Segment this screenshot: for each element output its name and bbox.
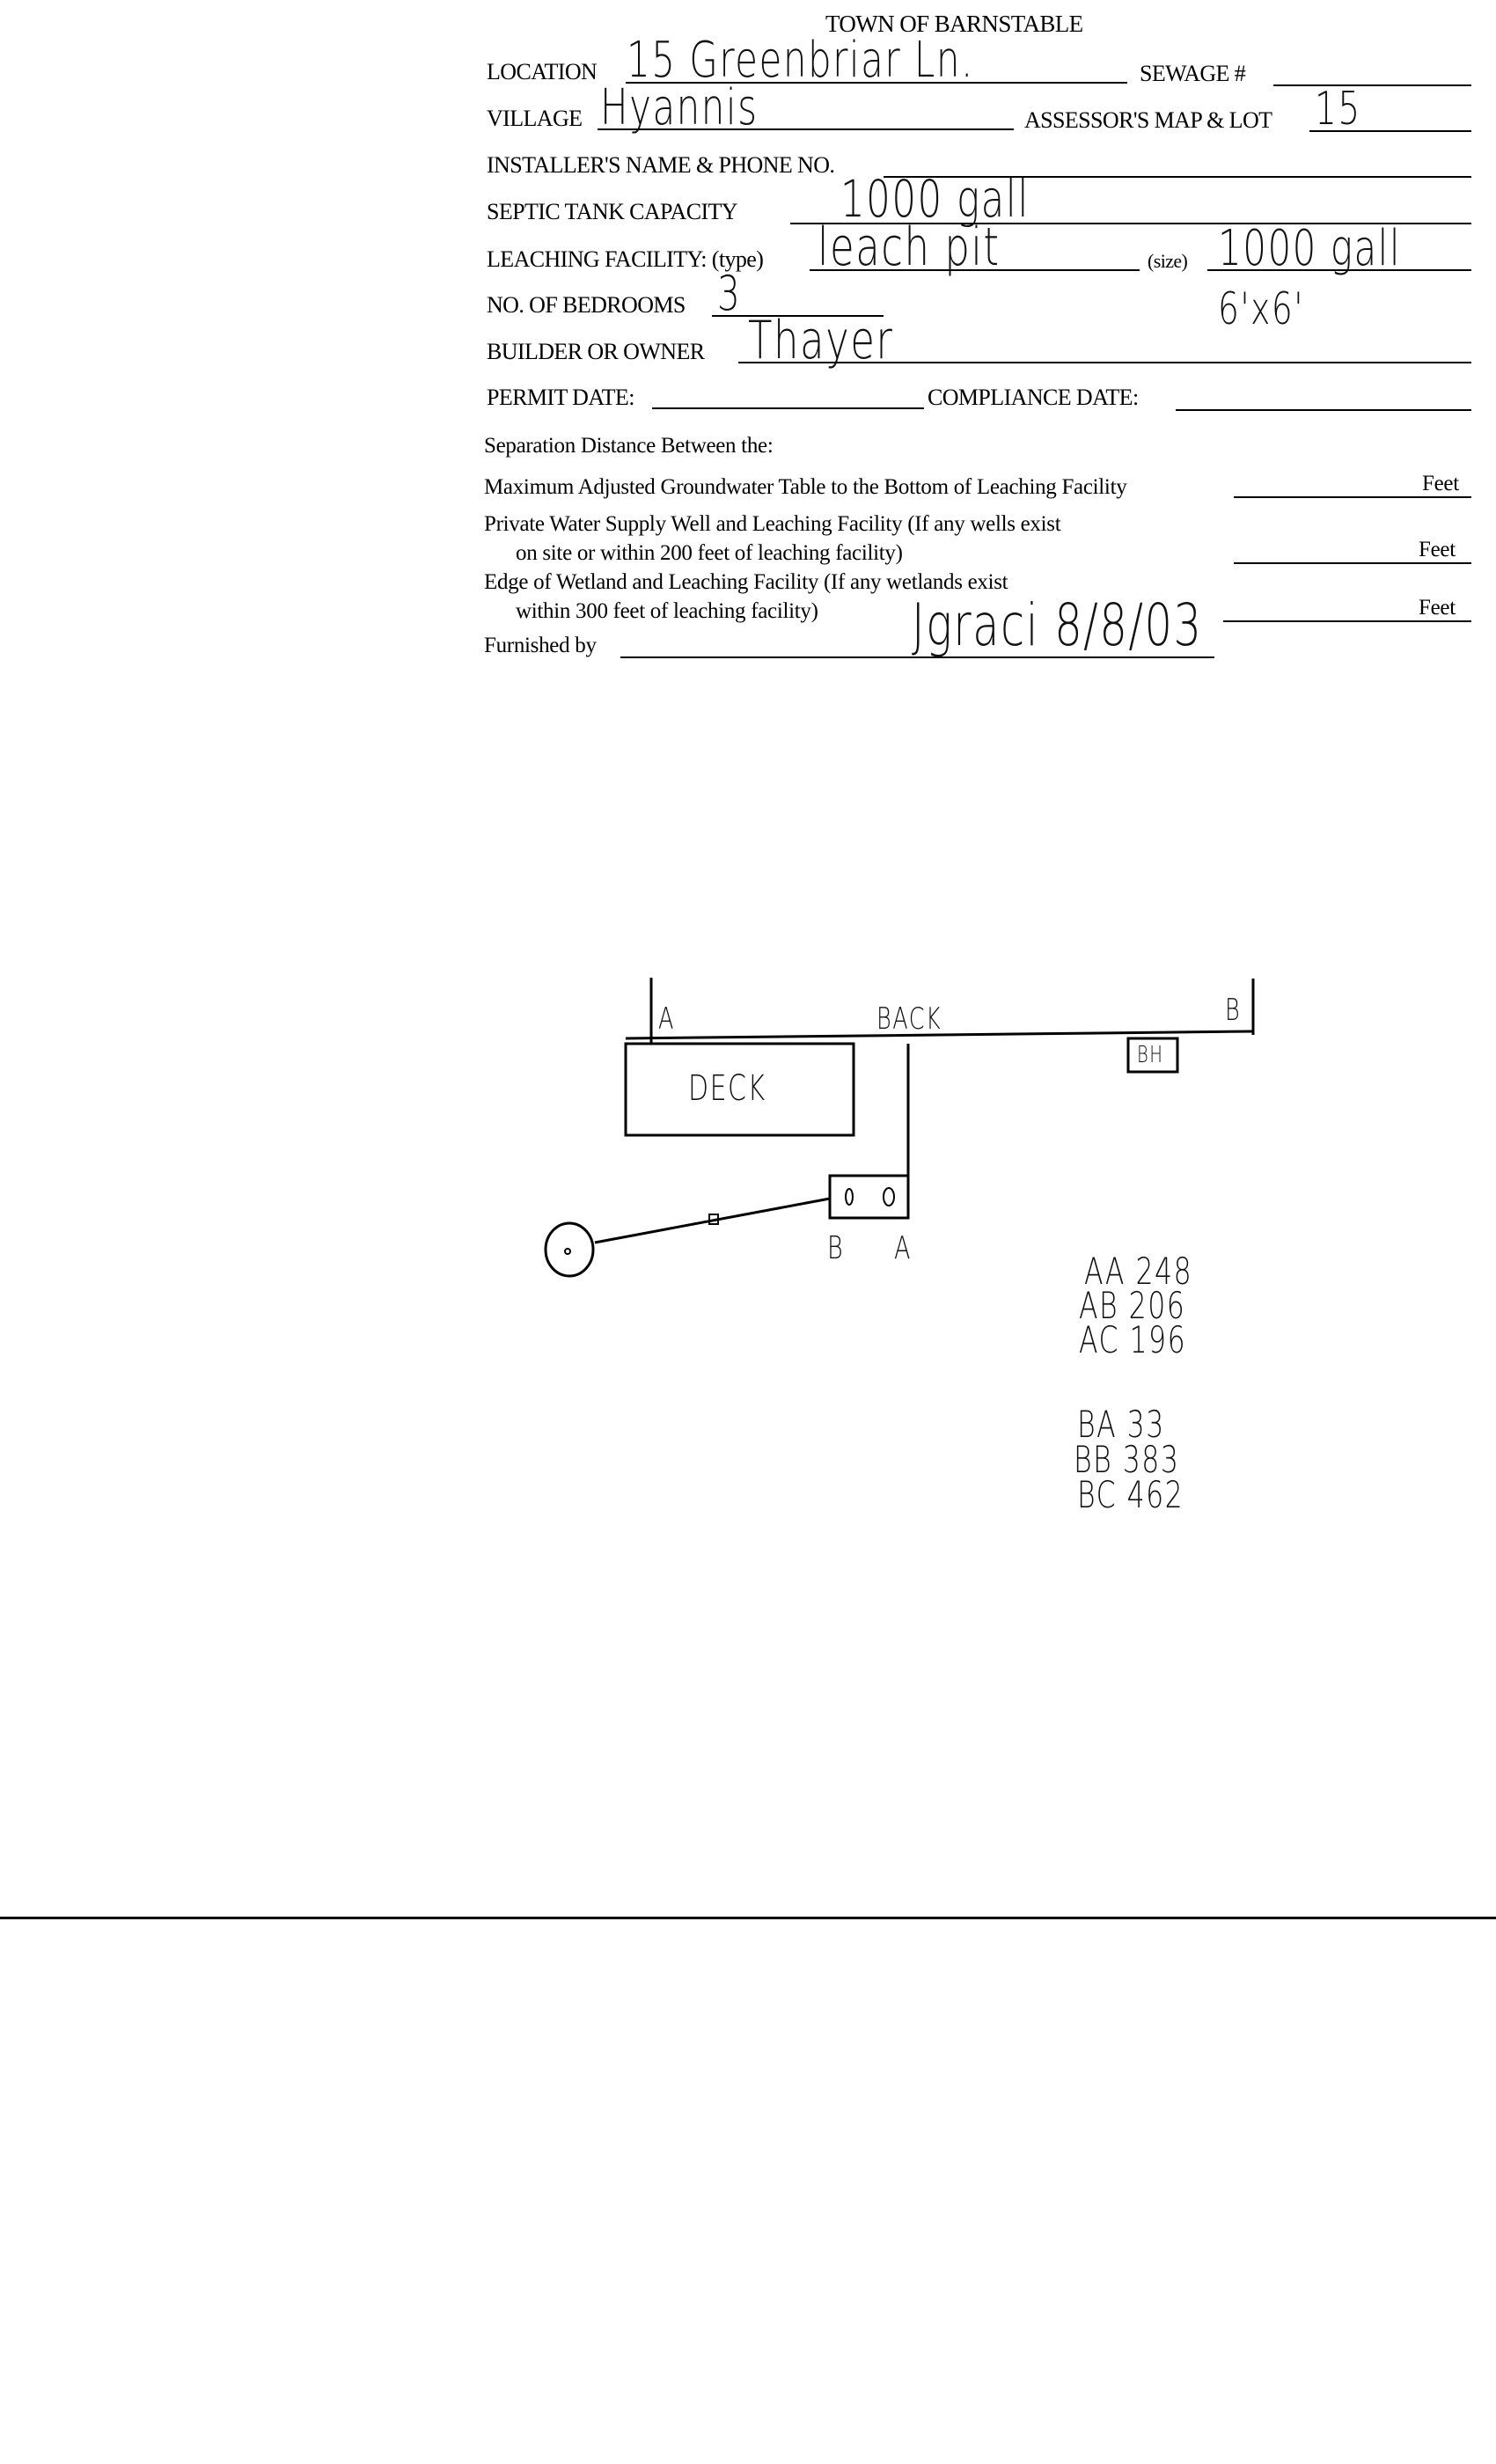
- septic-tank: [828, 1174, 910, 1220]
- measurement-ab: AB 206: [1079, 1284, 1186, 1327]
- compliance-date-line[interactable]: [1176, 409, 1471, 411]
- compliance-date-label: COMPLIANCE DATE:: [928, 385, 1139, 410]
- bedrooms-line: [712, 315, 884, 317]
- village-line: [598, 128, 1014, 130]
- owner-value[interactable]: Thayer: [748, 310, 894, 371]
- page-divider: [0, 1917, 1496, 1919]
- bedrooms-value[interactable]: 3: [717, 266, 742, 321]
- sketch-label-bh: BH: [1137, 1042, 1164, 1068]
- installer-label: INSTALLER'S NAME & PHONE NO.: [487, 152, 835, 178]
- location-value[interactable]: 15 Greenbriar Ln.: [627, 32, 974, 89]
- measurement-ac: AC 196: [1079, 1318, 1187, 1361]
- village-value[interactable]: Hyannis: [600, 79, 759, 136]
- bedrooms-label: NO. OF BEDROOMS: [487, 292, 686, 318]
- leach-pit-center: [564, 1248, 571, 1255]
- septic-line: [790, 223, 1471, 224]
- back-line: [625, 1030, 1254, 1040]
- separation-well-1: Private Water Supply Well and Leaching F…: [484, 512, 1061, 536]
- sketch-label-b-top: B: [1225, 993, 1242, 1028]
- map-lot-line: [1309, 130, 1471, 132]
- size-label: (size): [1148, 250, 1188, 272]
- leach-pit-circle: [544, 1221, 595, 1278]
- measurement-ba: BA 33: [1077, 1403, 1165, 1446]
- size-line: [1207, 269, 1471, 271]
- leaching-type-value[interactable]: leach pit: [818, 216, 1001, 278]
- measurement-bc: BC 462: [1077, 1473, 1184, 1516]
- well-feet-line[interactable]: [1234, 562, 1471, 564]
- permit-date-line[interactable]: [652, 407, 924, 409]
- installer-input-line[interactable]: [884, 176, 1471, 178]
- septic-value[interactable]: 1000 gall: [840, 169, 1030, 229]
- septic-label: SEPTIC TANK CAPACITY: [487, 199, 738, 224]
- permit-date-label: PERMIT DATE:: [487, 385, 634, 410]
- separation-groundwater: Maximum Adjusted Groundwater Table to th…: [484, 475, 1127, 499]
- furnished-label: Furnished by: [484, 634, 597, 657]
- distribution-box: [708, 1214, 719, 1225]
- separation-heading: Separation Distance Between the:: [484, 434, 774, 458]
- separation-wetland-1: Edge of Wetland and Leaching Facility (I…: [484, 570, 1008, 594]
- feet-unit-2: Feet: [1419, 538, 1456, 561]
- sewage-input-line[interactable]: [1273, 84, 1471, 86]
- measurement-bb: BB 383: [1074, 1438, 1180, 1481]
- location-line: [626, 82, 1127, 84]
- feet-unit-3: Feet: [1419, 596, 1456, 620]
- feet-unit-1: Feet: [1422, 472, 1459, 495]
- owner-label: BUILDER OR OWNER: [487, 339, 705, 364]
- tank-port-2: [883, 1187, 895, 1206]
- map-lot-label: ASSESSOR'S MAP & LOT: [1024, 107, 1272, 133]
- separation-wetland-2: within 300 feet of leaching facility): [516, 599, 818, 623]
- village-label: VILLAGE: [487, 106, 583, 131]
- sketch-label-deck: DECK: [688, 1068, 766, 1109]
- deck-rect: [624, 1042, 855, 1137]
- size-value[interactable]: 1000 gall: [1218, 220, 1402, 277]
- leaching-label: LEACHING FACILITY: (type): [487, 246, 764, 272]
- sketch-label-back: BACK: [876, 1001, 942, 1037]
- sketch-label-a-tank: A: [894, 1230, 912, 1266]
- tank-port-1: [845, 1188, 854, 1206]
- map-lot-value[interactable]: 15: [1315, 83, 1361, 136]
- leaching-type-line: [810, 269, 1140, 271]
- location-label: LOCATION: [487, 59, 598, 84]
- sewage-label: SEWAGE #: [1140, 61, 1246, 86]
- size-dimensions[interactable]: 6'x6': [1218, 283, 1305, 334]
- separation-well-2: on site or within 200 feet of leaching f…: [516, 541, 903, 565]
- sketch-label-b-tank: B: [827, 1230, 845, 1266]
- measurement-aa: AA 248: [1084, 1250, 1193, 1293]
- bh-box: [1126, 1037, 1179, 1074]
- pipe-line: [594, 1197, 831, 1244]
- owner-line: [738, 362, 1471, 363]
- furnished-line: [620, 656, 1214, 658]
- wetland-feet-line[interactable]: [1223, 620, 1471, 622]
- sketch-label-a-top: A: [658, 1001, 675, 1037]
- form-title: TOWN OF BARNSTABLE: [825, 11, 1083, 37]
- signature: Jgraci 8/8/03: [912, 591, 1203, 659]
- groundwater-feet-line[interactable]: [1234, 496, 1471, 498]
